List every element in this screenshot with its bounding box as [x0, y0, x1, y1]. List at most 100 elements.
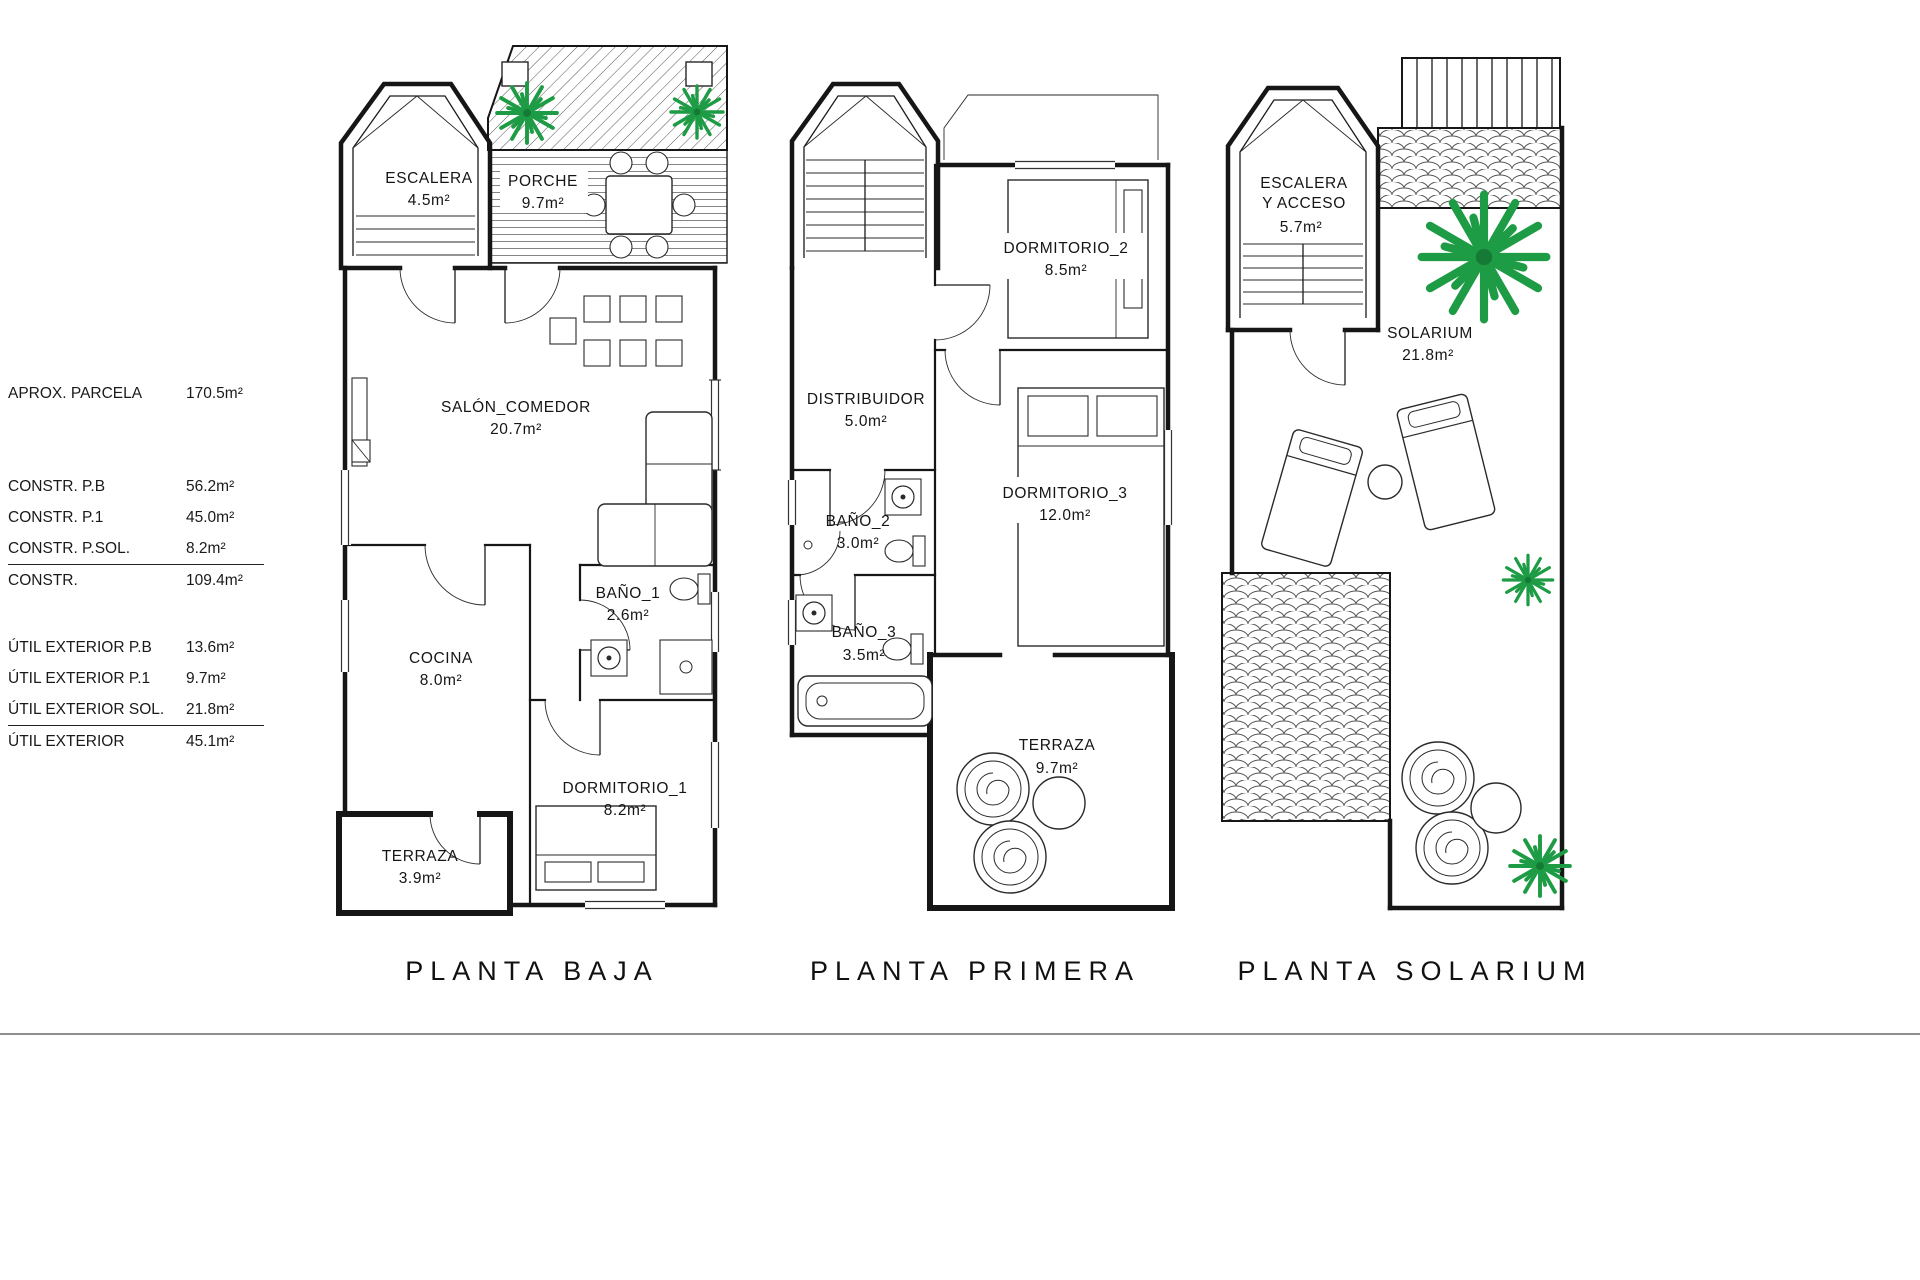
terrace-furniture	[1401, 741, 1522, 885]
room-area: 8.0m²	[420, 672, 463, 689]
terraza-parapet	[336, 811, 513, 916]
plant-icon	[1501, 553, 1555, 607]
escalera-bay	[1225, 85, 1381, 333]
room-label: ESCALERA	[1260, 175, 1348, 192]
summary-value: 45.1m²	[186, 732, 235, 750]
room-area: 5.0m²	[845, 413, 888, 430]
room-label: TERRAZA	[382, 848, 459, 865]
summary-value: 170.5m²	[186, 384, 243, 402]
room-area: 20.7m²	[490, 421, 542, 438]
side-table	[1367, 464, 1403, 500]
summary-row: CONSTR. P.1 45.0m²	[8, 502, 264, 533]
summary-value: 56.2m²	[186, 477, 235, 495]
summary-row: CONSTR. P.B 56.2m²	[8, 471, 264, 502]
escalera-bay	[338, 81, 493, 271]
walls	[1229, 125, 1565, 911]
room-area: 8.5m²	[1045, 262, 1088, 279]
bathroom2-fixtures	[795, 478, 926, 576]
sheet-footer-rule	[0, 1033, 1920, 1035]
summary-label: CONSTR. P.B	[8, 477, 106, 495]
windows	[339, 379, 721, 911]
summary-label: ÚTIL EXTERIOR P.1	[8, 669, 151, 687]
room-label: BAÑO_2	[826, 513, 891, 530]
palm-plant-icon	[1422, 195, 1547, 320]
summary-value: 8.2m²	[186, 539, 226, 557]
summary-label: CONSTR. P.1	[8, 508, 104, 526]
plan-planta-primera: DORMITORIO_2 8.5m² DISTRIBUIDOR 5.0m² BA…	[786, 81, 1175, 986]
doors	[1289, 329, 1346, 386]
room-area: 21.8m²	[1402, 347, 1454, 364]
summary-row-util-total: ÚTIL EXTERIOR 45.1m²	[8, 725, 264, 757]
pergola-slats	[1401, 57, 1561, 129]
room-area: 3.9m²	[399, 870, 442, 887]
room-label: BAÑO_1	[596, 585, 661, 602]
roof-tiles-area	[1221, 572, 1391, 822]
round-table	[1032, 776, 1086, 830]
escalera-bay	[789, 81, 941, 271]
plan-title-solarium: PLANTA SOLARIUM	[1237, 956, 1592, 986]
window	[585, 899, 665, 911]
room-area: 3.5m²	[843, 647, 886, 664]
area-summary-table: APROX. PARCELA 170.5m² CONSTR. P.B 56.2m…	[8, 378, 264, 757]
label-mask	[500, 165, 588, 213]
summary-value: 21.8m²	[186, 700, 235, 718]
bathroom1-fixtures	[590, 573, 713, 695]
salon-dining-chairs	[549, 295, 683, 367]
roof-edge-below	[943, 94, 1159, 160]
plan-title-baja: PLANTA BAJA	[405, 956, 659, 986]
summary-group-util: ÚTIL EXTERIOR P.B 13.6m² ÚTIL EXTERIOR P…	[8, 632, 264, 757]
room-label: DORMITORIO_3	[1003, 485, 1128, 502]
sofa	[597, 411, 713, 567]
summary-label: APROX. PARCELA	[8, 384, 143, 402]
summary-row-parcela: APROX. PARCELA 170.5m²	[8, 378, 264, 409]
round-chair	[973, 820, 1047, 894]
room-label: DORMITORIO_1	[563, 780, 688, 797]
summary-row: ÚTIL EXTERIOR P.B 13.6m²	[8, 632, 264, 663]
room-label: DORMITORIO_2	[1004, 240, 1129, 257]
summary-label: ÚTIL EXTERIOR P.B	[8, 638, 152, 656]
porche-pillar	[501, 61, 529, 87]
solarium-furniture	[1259, 392, 1497, 569]
terraza-parapet	[927, 652, 1175, 911]
porche-pillar	[685, 61, 713, 87]
summary-row: ÚTIL EXTERIOR P.1 9.7m²	[8, 663, 264, 694]
window	[339, 600, 351, 672]
round-chair	[1401, 741, 1475, 815]
sun-lounger	[1395, 392, 1497, 532]
summary-row: CONSTR. P.SOL. 8.2m²	[8, 533, 264, 564]
room-label: SALÓN_COMEDOR	[441, 399, 591, 416]
summary-row-constr-total: CONSTR. 109.4m²	[8, 564, 264, 596]
summary-label: CONSTR.	[8, 571, 78, 589]
bathroom3-fixtures	[795, 594, 933, 727]
roof-tiles-band	[1377, 127, 1563, 209]
summary-value: 45.0m²	[186, 508, 235, 526]
fireplace	[351, 377, 371, 467]
window	[339, 470, 351, 545]
label-mask	[985, 477, 1147, 523]
room-area: 5.7m²	[1280, 219, 1323, 236]
terraza-furniture	[956, 752, 1086, 894]
summary-label: ÚTIL EXTERIOR SOL.	[8, 700, 165, 718]
room-area: 4.5m²	[408, 192, 451, 209]
sun-lounger	[1259, 427, 1365, 569]
room-area: 12.0m²	[1039, 507, 1091, 524]
summary-value: 109.4m²	[186, 571, 243, 589]
room-area: 2.6m²	[607, 607, 650, 624]
plan-planta-solarium: ESCALERA Y ACCESO 5.7m² SOLARIUM 21.8m² …	[1221, 57, 1592, 986]
label-mask	[988, 233, 1146, 279]
summary-value: 13.6m²	[186, 638, 235, 656]
summary-group-constr: CONSTR. P.B 56.2m² CONSTR. P.1 45.0m² CO…	[8, 471, 264, 596]
room-label: TERRAZA	[1019, 737, 1096, 754]
room-label: Y ACCESO	[1262, 195, 1346, 212]
room-label: SOLARIUM	[1387, 325, 1473, 342]
room-label: COCINA	[409, 650, 473, 667]
summary-value: 9.7m²	[186, 669, 226, 687]
summary-label: ÚTIL EXTERIOR	[8, 732, 125, 750]
summary-label: CONSTR. P.SOL.	[8, 539, 131, 557]
room-label: ESCALERA	[385, 170, 473, 187]
plan-title-primera: PLANTA PRIMERA	[810, 956, 1140, 986]
room-area: 9.7m²	[522, 195, 565, 212]
stair-treads	[356, 215, 475, 256]
bed-dormitorio1	[535, 805, 657, 891]
